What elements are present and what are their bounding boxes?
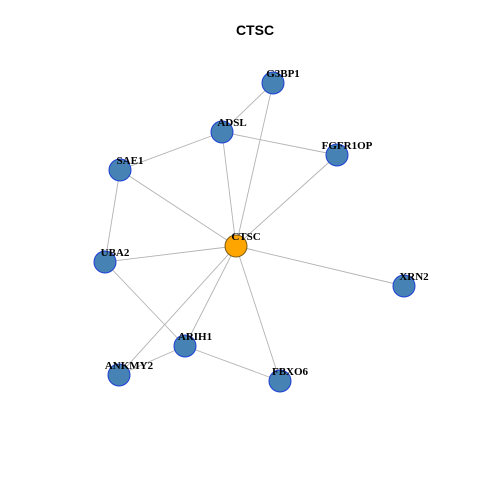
edge-arih1-fbxo6 [184,345,281,382]
nodes-layer [93,71,416,393]
node-arih1 [173,334,197,358]
edge-arih1-ankmy2 [118,345,186,376]
node-label-uba2: UBA2 [101,247,130,259]
edge-g3bp1-adsl [221,82,274,133]
graph-title: CTSC [236,22,274,38]
node-sae1 [108,158,132,182]
node-label-fgfr1op: FGFR1OP [322,140,373,152]
edge-ctsc-fgfr1op [235,154,338,247]
edge-adsl-fgfr1op [221,131,338,156]
edge-ctsc-fbxo6 [235,245,281,382]
node-adsl [210,120,234,144]
edges-layer [104,82,405,382]
edge-ctsc-arih1 [184,245,237,347]
node-label-sae1: SAE1 [117,155,144,167]
node-ctsc [224,234,248,258]
node-fbxo6 [268,369,292,393]
node-g3bp1 [261,71,285,95]
edge-adsl-sae1 [119,131,223,171]
node-label-ctsc: CTSC [231,231,260,243]
edge-ctsc-uba2 [104,245,237,263]
node-label-g3bp1: G3BP1 [266,68,300,80]
node-label-xrn2: XRN2 [399,271,429,283]
node-fgfr1op [325,143,349,167]
edge-uba2-arih1 [104,261,186,347]
edge-ctsc-g3bp1 [235,82,274,247]
edge-ctsc-adsl [221,131,237,247]
node-xrn2 [392,274,416,298]
edge-ctsc-sae1 [119,169,237,247]
edge-ctsc-ankmy2 [118,245,237,376]
node-label-adsl: ADSL [217,117,246,129]
edge-ctsc-xrn2 [235,245,405,287]
node-ankmy2 [107,363,131,387]
node-label-arih1: ARIH1 [178,331,212,343]
edge-sae1-uba2 [104,169,121,263]
node-uba2 [93,250,117,274]
node-label-ankmy2: ANKMY2 [105,360,154,372]
node-label-fbxo6: FBXO6 [272,366,309,378]
